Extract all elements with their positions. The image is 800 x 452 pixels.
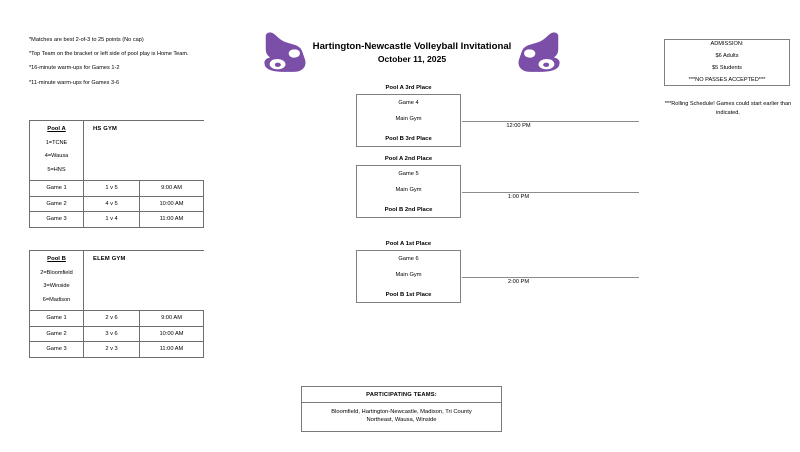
teams-line-2: Northeast, Wausa, Winside [366, 417, 437, 424]
pool-b-table: Pool B 2=Bloomfield 3=Winside 6=Madison … [29, 250, 204, 358]
bracket-game-6: Pool A 1st Place Game 6 Main Gym Pool B … [356, 241, 639, 304]
game-label: Game 3 [29, 211, 84, 228]
game-time: 11:00 AM [139, 211, 204, 228]
bracket-top-team: Pool A 1st Place [385, 241, 432, 247]
pool-b-gym-cell: ELEM GYM [83, 250, 204, 311]
table-row: Game 3 2 v 3 11:00 AM [29, 341, 204, 358]
participating-teams-list: Bloomfield, Hartington-Newcastle, Madiso… [302, 403, 501, 432]
pool-a-table: Pool A 1=TCNE 4=Wausa 5=HNS HS GYM Game … [29, 120, 204, 228]
pool-a-name: Pool A [47, 126, 66, 132]
tournament-notes: *Matches are best 2-of-3 to 25 points (N… [29, 37, 259, 95]
bracket-game-4: Pool A 3rd Place Game 4 Main Gym Pool B … [356, 85, 639, 148]
game-matchup: 3 v 6 [83, 325, 140, 343]
bracket-connector-line [462, 121, 639, 123]
note-item: *Top Team on the bracket or left side of… [29, 51, 189, 58]
pool-a-gym-cell: HS GYM [83, 120, 204, 181]
table-row: Game 1 2 v 6 9:00 AM [29, 310, 204, 327]
game-label: Game 2 [29, 325, 84, 343]
bracket-box: Game 5 Main Gym Pool B 2nd Place 1:00 PM [356, 165, 639, 219]
bracket-bottom-team: Pool B 3rd Place [385, 135, 432, 142]
bracket-game-name: Game 4 [398, 99, 419, 106]
game-matchup: 1 v 5 [83, 180, 140, 197]
game-matchup: 2 v 3 [83, 341, 140, 358]
bracket-top-team: Pool A 2nd Place [384, 156, 433, 162]
admission-heading: ADMISSION: [710, 41, 744, 48]
game-time: 11:00 AM [139, 341, 204, 358]
participating-teams-box: PARTICIPATING TEAMS: Bloomfield, Harting… [301, 386, 502, 433]
page-title: Hartington-Newcastle Volleyball Invitati… [312, 40, 512, 52]
page-header: Hartington-Newcastle Volleyball Invitati… [262, 30, 562, 76]
game-label: Game 2 [29, 195, 84, 213]
pool-a-seed: 1=TCNE [45, 139, 68, 146]
pool-b-seed: 2=Bloomfield [40, 269, 73, 276]
table-row: Game 2 3 v 6 10:00 AM [29, 325, 204, 343]
note-item: *Matches are best 2-of-3 to 25 points (N… [29, 37, 144, 43]
bracket-game-name: Game 5 [398, 170, 419, 177]
bracket-top-team: Pool A 3rd Place [385, 85, 432, 91]
table-row: Game 3 1 v 4 11:00 AM [29, 211, 204, 228]
bracket-game-name: Game 6 [398, 255, 419, 262]
bracket-gym: Main Gym [395, 186, 422, 193]
pool-b-info-cell: Pool B 2=Bloomfield 3=Winside 6=Madison [29, 250, 84, 311]
bracket-bottom-team: Pool B 2nd Place [384, 206, 433, 213]
admission-passes: ***NO PASSES ACCEPTED*** [688, 77, 766, 84]
note-item: *11-minute warm-ups for Games 3-6 [29, 79, 120, 86]
bracket-time: 12:00 PM [506, 123, 531, 130]
note-item: *16-minute warm-ups for Games 1-2 [29, 65, 120, 72]
bracket-gym: Main Gym [395, 271, 422, 278]
pool-b-gym: ELEM GYM [93, 256, 126, 262]
pool-b-name: Pool B [47, 256, 66, 262]
bracket-connector-line [462, 277, 639, 279]
pool-b-seed: 3=Winside [43, 283, 70, 289]
pool-a-gym: HS GYM [93, 126, 118, 132]
admission-students: $5 Students [712, 65, 742, 72]
teams-line-1: Bloomfield, Hartington-Newcastle, Madiso… [331, 408, 472, 415]
pool-a-seed: 5=HNS [47, 166, 66, 173]
pool-header-row: Pool B 2=Bloomfield 3=Winside 6=Madison … [29, 250, 204, 311]
game-time: 9:00 AM [139, 180, 204, 197]
bracket-connector-line [462, 192, 639, 194]
table-row: Game 1 1 v 5 9:00 AM [29, 180, 204, 197]
game-label: Game 1 [29, 310, 84, 327]
game-time: 10:00 AM [139, 195, 204, 213]
pool-header-row: Pool A 1=TCNE 4=Wausa 5=HNS HS GYM [29, 120, 204, 181]
bracket-box: Game 4 Main Gym Pool B 3rd Place 12:00 P… [356, 94, 639, 148]
pool-b-seed: 6=Madison [42, 296, 71, 303]
game-matchup: 4 v 5 [83, 195, 140, 213]
game-time: 10:00 AM [139, 325, 204, 343]
admission-box: ADMISSION: $6 Adults $5 Students ***NO P… [664, 39, 790, 86]
game-label: Game 3 [29, 341, 84, 358]
event-date: October 11, 2025 [377, 53, 447, 64]
game-time: 9:00 AM [139, 310, 204, 327]
admission-adults: $6 Adults [715, 53, 739, 60]
bracket-bottom-team: Pool B 1st Place [385, 291, 432, 298]
bracket-time: 1:00 PM [507, 194, 530, 201]
wildcat-logo-icon [517, 32, 561, 74]
table-row: Game 2 4 v 5 10:00 AM [29, 195, 204, 213]
game-matchup: 1 v 4 [83, 211, 140, 228]
rolling-schedule-note: ***Rolling Schedule! Games could start e… [664, 101, 792, 116]
pool-a-info-cell: Pool A 1=TCNE 4=Wausa 5=HNS [29, 120, 84, 181]
bracket-box: Game 6 Main Gym Pool B 1st Place 2:00 PM [356, 250, 639, 304]
wildcat-logo-icon [263, 32, 307, 74]
bracket-game-5: Pool A 2nd Place Game 5 Main Gym Pool B … [356, 156, 639, 219]
game-label: Game 1 [29, 180, 84, 197]
participating-teams-heading: PARTICIPATING TEAMS: [302, 387, 501, 403]
bracket-gym: Main Gym [395, 115, 422, 122]
pool-a-seed: 4=Wausa [44, 153, 69, 159]
game-matchup: 2 v 6 [83, 310, 140, 327]
bracket-time: 2:00 PM [507, 279, 530, 286]
